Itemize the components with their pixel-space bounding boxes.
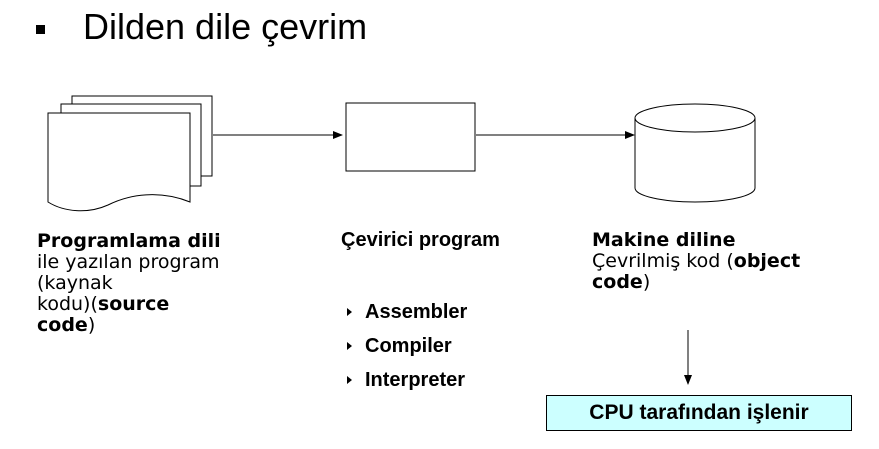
- triangle-bullet-icon: [347, 376, 352, 384]
- machine-code-label: Makine diline Çevrilmiş kod (object code…: [592, 230, 852, 293]
- source-document-stack-icon: [47, 95, 213, 212]
- source-line-5: code): [37, 314, 96, 336]
- source-line-4: kodu)(source: [37, 293, 170, 315]
- triangle-bullet-icon: [347, 342, 352, 350]
- translator-types-list: Assembler Compiler Interpreter: [345, 295, 467, 397]
- list-item: Compiler: [345, 329, 467, 363]
- heading-text: Dilden dile çevrim: [83, 6, 368, 47]
- source-line-2: ile yazılan program: [37, 251, 220, 273]
- square-bullet-icon: [36, 24, 45, 34]
- cpu-processing-box: CPU tarafından işlenir: [546, 395, 852, 431]
- source-title: Programlama dili: [37, 230, 221, 252]
- source-code-label: Programlama dili ile yazılan program (ka…: [37, 231, 267, 336]
- object-code-cylinder-icon: [634, 103, 756, 203]
- translator-label: Çevirici program: [341, 229, 500, 251]
- list-item: Assembler: [345, 295, 467, 329]
- list-item: Interpreter: [345, 363, 467, 397]
- triangle-bullet-icon: [347, 308, 352, 316]
- machine-line-3: code): [592, 271, 651, 293]
- source-line-3: (kaynak: [37, 272, 113, 294]
- translator-box: [345, 102, 476, 172]
- machine-title: Makine diline: [592, 229, 736, 251]
- machine-line-2: Çevrilmiş kod (object: [592, 250, 801, 272]
- slide-heading: Dilden dile çevrim: [36, 2, 367, 52]
